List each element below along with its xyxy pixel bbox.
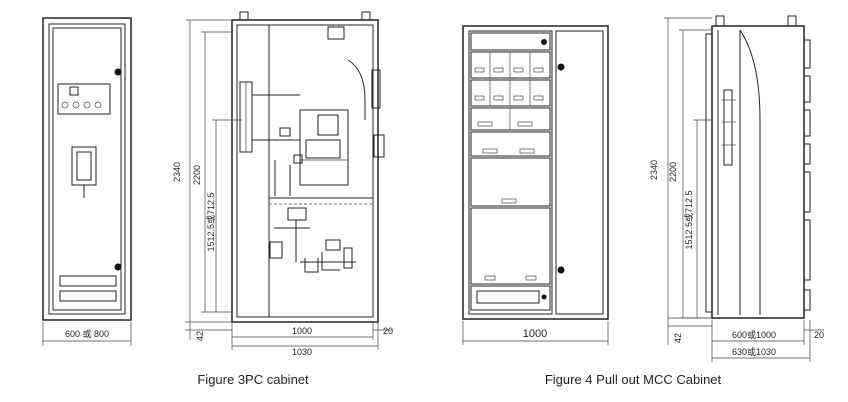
- fig4-caption: Figure 4 Pull out MCC Cabinet: [545, 372, 722, 387]
- mcc-cabinet-side-view: [664, 15, 824, 362]
- mcc-cabinet-front-view: [462, 25, 609, 345]
- fig4-height-mid-label: 1512.5或712.5: [683, 190, 694, 249]
- fig4-base-label: 42: [673, 333, 683, 343]
- fig4-front-width-label: 1000: [523, 328, 547, 340]
- fig3-base-label: 42: [195, 331, 205, 341]
- fig4-depth-inner-label: 600或1000: [732, 329, 776, 340]
- fig4-height-total-label: 2340: [649, 160, 659, 180]
- pc-cabinet-side-view: [185, 11, 392, 350]
- fig4-offset-label: 20: [814, 330, 824, 340]
- fig3-depth-inner-label: 1000: [292, 326, 312, 336]
- fig3-height-inner-label: 2200: [192, 165, 202, 185]
- fig3-front-width-label: 600 或 800: [65, 328, 109, 339]
- fig4-depth-outer-label: 630或1030: [732, 346, 776, 357]
- fig3-depth-outer-label: 1030: [292, 347, 312, 357]
- fig3-height-mid-label: 1512.5或712.5: [205, 192, 216, 251]
- fig4-height-inner-label: 2200: [668, 162, 678, 182]
- fig3-offset-label: 20: [383, 326, 393, 336]
- fig3-caption: Figure 3PC cabinet: [197, 372, 309, 387]
- fig3-height-total-label: 2340: [172, 162, 182, 182]
- pc-cabinet-front-view: [42, 17, 132, 346]
